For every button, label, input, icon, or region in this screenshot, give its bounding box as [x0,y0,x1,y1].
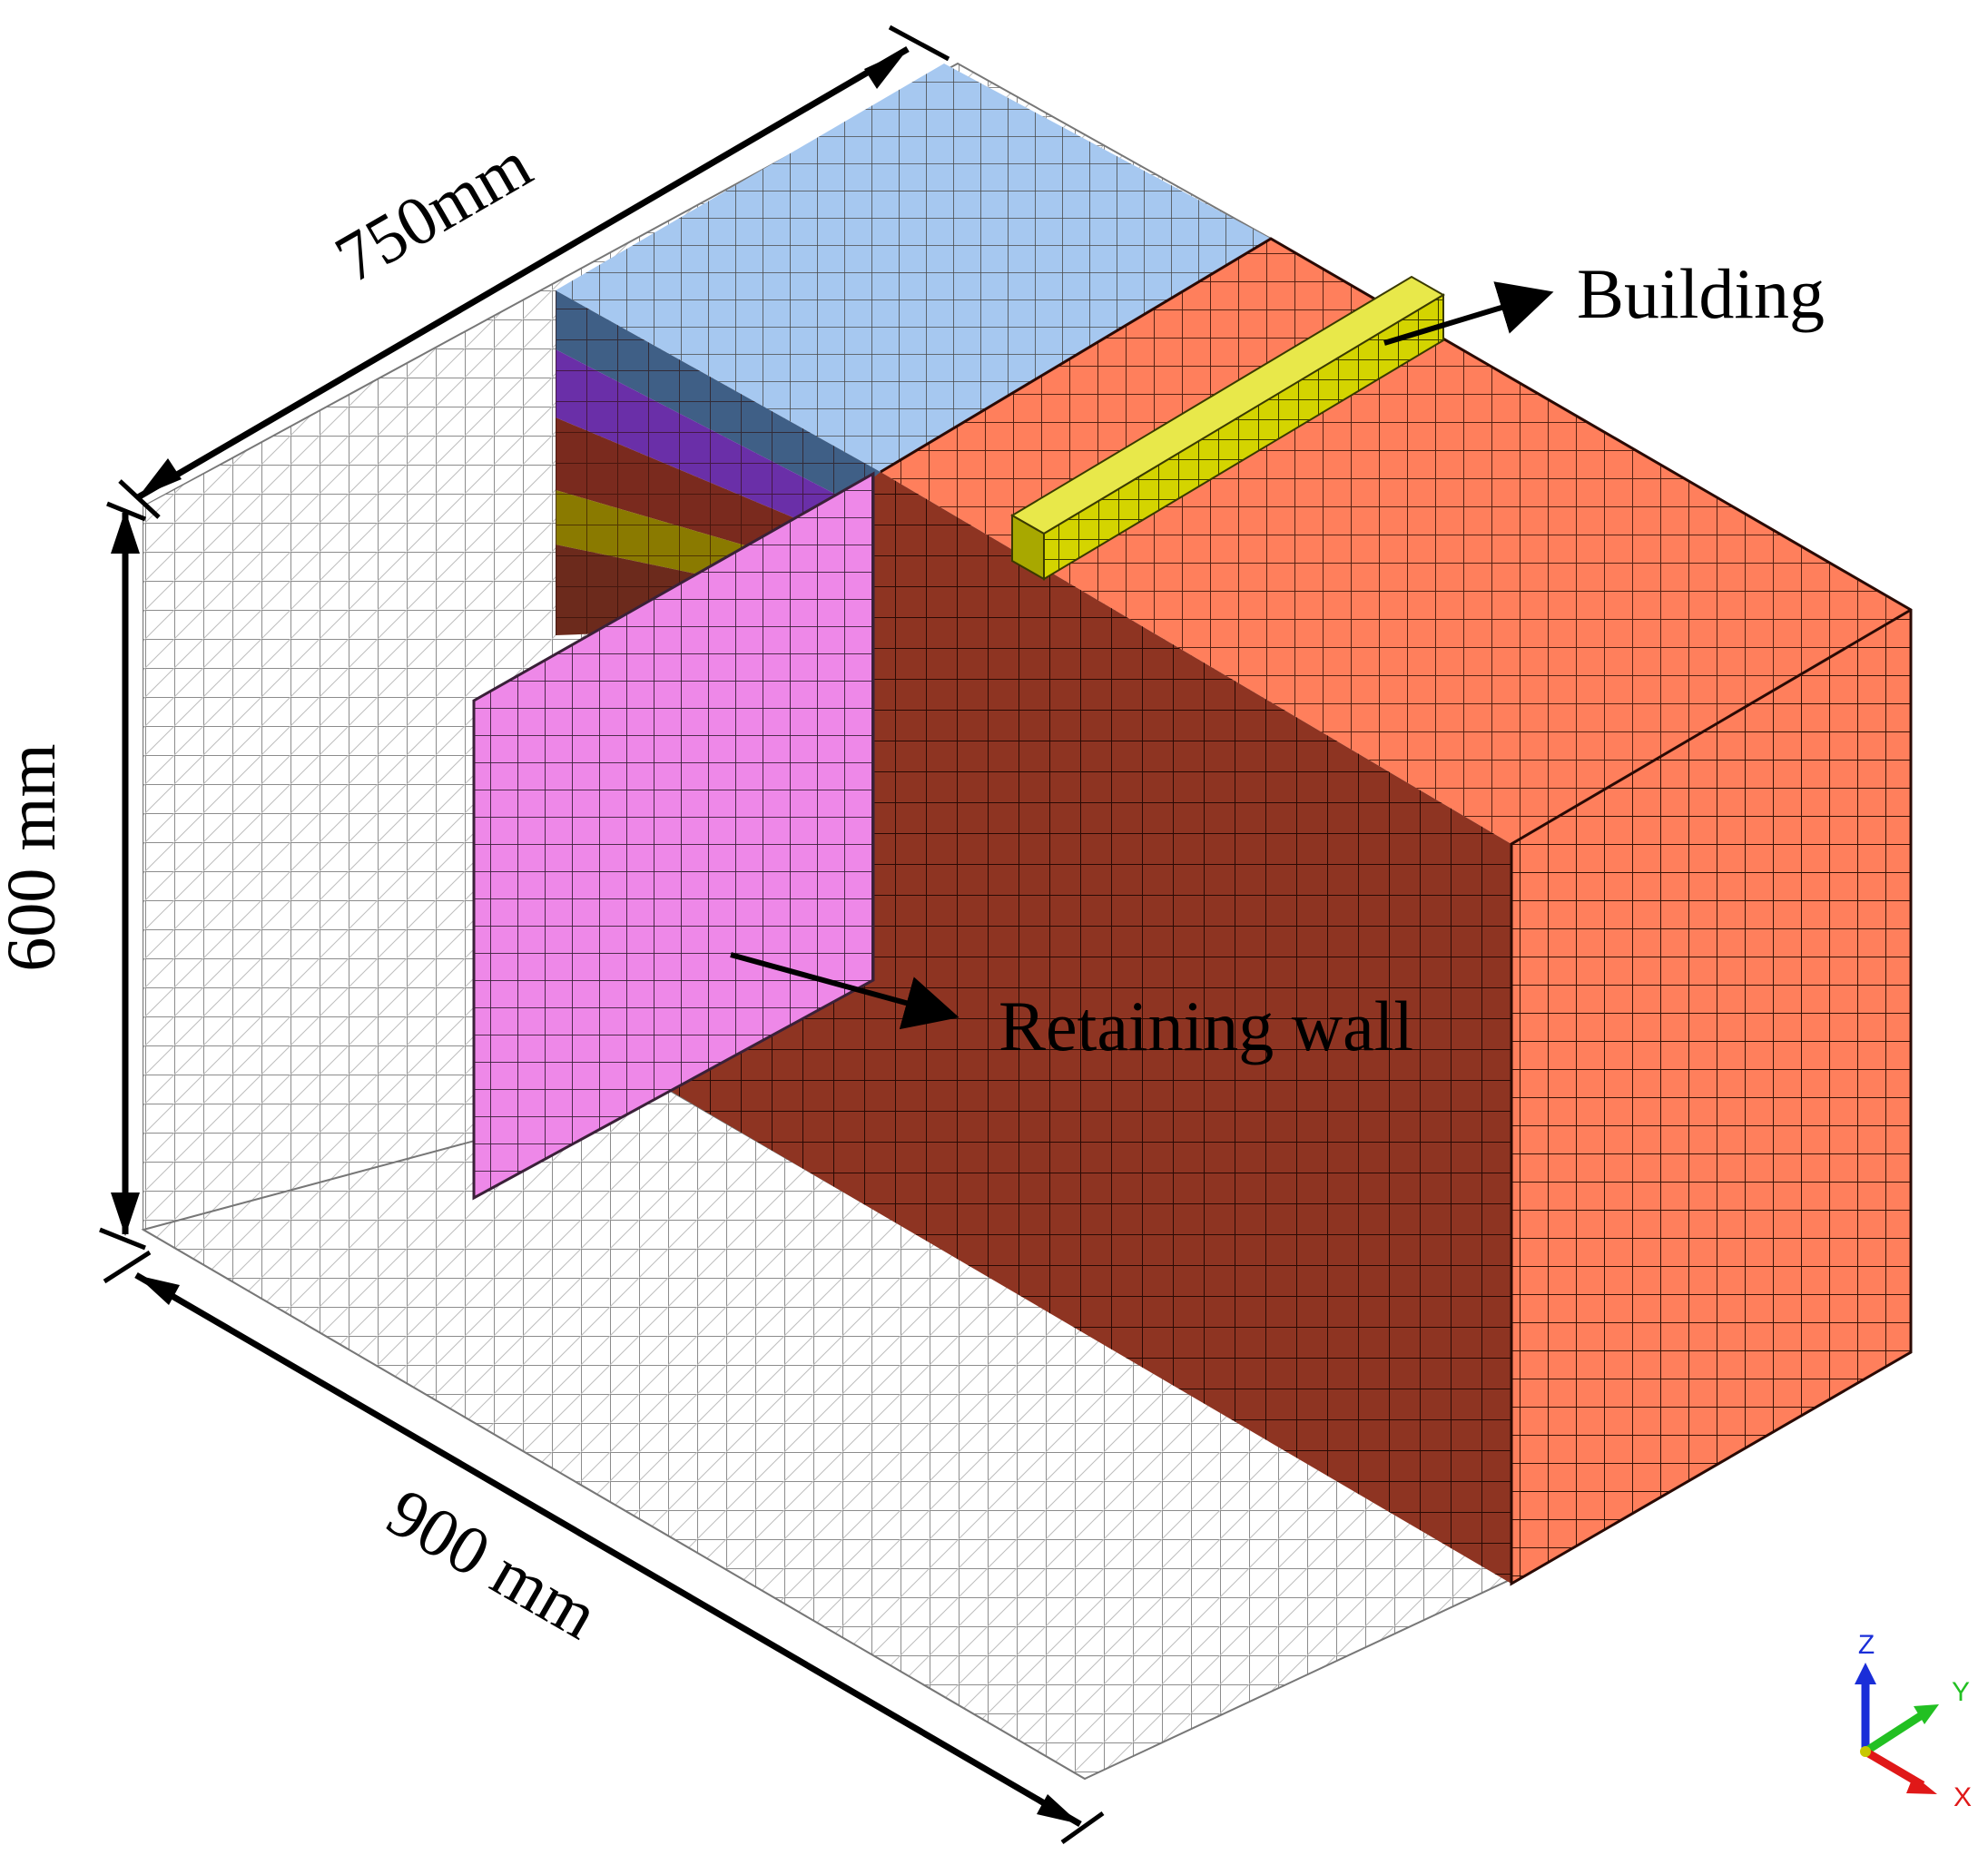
dimension-tick-900-b [1060,1811,1105,1845]
dimension-line-900 [134,1271,1082,1828]
dimension-tick-750-b [888,25,950,62]
triad-x-label: X [1954,1782,1972,1812]
dimension-tick-900-a [103,1250,152,1284]
triad-y-arrowhead [1914,1704,1939,1724]
soil-block-top-face-grid [881,239,1911,844]
dimension-arrow-900-b [1037,1794,1080,1824]
dimension-tick-600-a [106,501,146,522]
dimension-tick-750-a [118,479,161,519]
triad-z-arrowhead [1855,1663,1876,1684]
top-layer-face-grid [556,64,1271,472]
dimension-arrow-600-a [111,510,140,554]
dimension-label-length: 900 mm [375,1474,611,1654]
dimension-lines [99,25,1105,1845]
retaining-wall [472,471,875,1201]
dimension-arrow-750-a [138,458,182,497]
triad-y-axis [1863,1710,1927,1755]
retaining-wall-plate-grid [474,474,873,1198]
dimension-tick-600-b [99,1227,146,1251]
dimension-arrow-900-a [136,1275,180,1305]
soil-block [667,237,1913,1586]
building-label: Building [1577,254,1825,333]
soil-block-right-face-grid [1511,610,1911,1584]
dimension-arrow-750-b [864,49,908,89]
triad-x-arrowhead [1906,1775,1937,1794]
wireframe-left-face [143,289,554,1230]
building-side-face-grid [1044,295,1443,579]
triad-z-label: Z [1858,1630,1875,1660]
retaining-wall-label: Retaining wall [999,986,1413,1065]
building-callout-arrow [1383,281,1554,346]
dimension-label-height: 600 mm [0,743,70,971]
dimension-line-750 [136,45,910,501]
coordinate-triad-icon: Z Y X [1855,1630,1972,1812]
soil-block-front-face-grid [667,472,1511,1584]
retaining-wall-callout-arrow [730,952,960,1030]
dimension-arrow-600-b [111,1192,140,1236]
soil-block-edges [880,237,1913,1586]
triad-y-label: Y [1952,1677,1970,1707]
dimension-label-width: 750mm [323,126,544,298]
triad-origin [1860,1746,1871,1757]
callout-arrows [730,281,1554,1030]
building-model [1010,275,1445,581]
